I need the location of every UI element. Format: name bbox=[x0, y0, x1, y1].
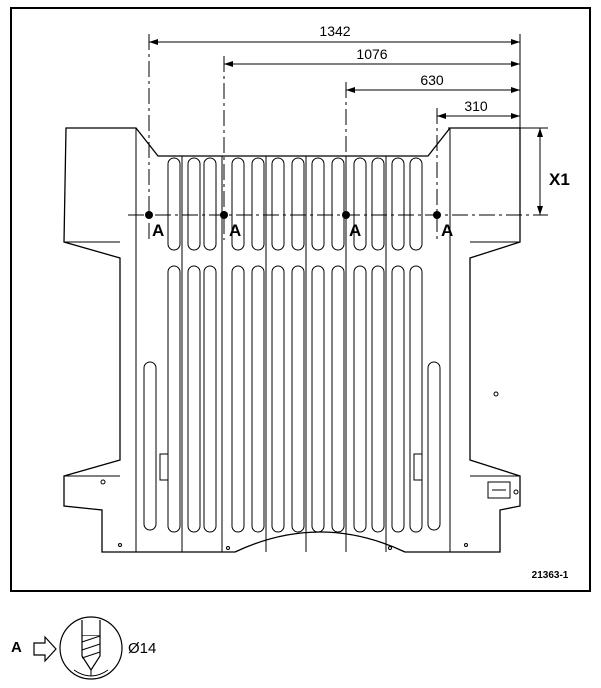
rib-slot bbox=[391, 265, 405, 533]
point-a-1: A bbox=[152, 221, 164, 240]
rib-slot bbox=[271, 157, 285, 251]
rib-slot bbox=[251, 157, 265, 251]
point-a-4: A bbox=[441, 221, 453, 240]
extension-lines bbox=[148, 34, 438, 240]
rib-slot bbox=[167, 157, 181, 251]
rib-slot bbox=[353, 265, 367, 533]
rib-slot bbox=[311, 265, 325, 533]
rib-slot bbox=[331, 157, 345, 251]
panel-left-step bbox=[64, 241, 120, 477]
point-a-3: A bbox=[349, 221, 361, 240]
hollow-arrow-right-icon bbox=[33, 635, 57, 663]
rib-slot bbox=[187, 265, 201, 533]
rib-slot bbox=[409, 157, 423, 251]
rib-slot bbox=[187, 157, 201, 251]
panel-right-step bbox=[470, 241, 520, 477]
mounting-points bbox=[145, 211, 441, 219]
tab-right bbox=[413, 453, 423, 481]
rib-slot bbox=[353, 157, 367, 251]
fixing-holes bbox=[100, 391, 519, 550]
point-a-2: A bbox=[229, 221, 241, 240]
legend-letter: A bbox=[11, 639, 22, 656]
side-slot-right bbox=[427, 361, 441, 531]
rib-slots-lower bbox=[167, 265, 423, 533]
dim-x1: X1 bbox=[549, 170, 570, 189]
rib-slot bbox=[271, 265, 285, 533]
rib-slot bbox=[371, 265, 385, 533]
drawing-frame bbox=[10, 7, 591, 592]
rib-slot bbox=[331, 265, 345, 533]
rib-slot bbox=[167, 265, 181, 533]
rib-slot bbox=[291, 157, 305, 251]
panel-outline bbox=[63, 127, 521, 553]
side-slot-left bbox=[143, 361, 157, 531]
rib-slot bbox=[203, 265, 217, 533]
rib-slot bbox=[203, 157, 217, 251]
rib-slot bbox=[311, 157, 325, 251]
rib-slot bbox=[391, 157, 405, 251]
rib-slot bbox=[291, 265, 305, 533]
rib-slot bbox=[409, 265, 423, 533]
dim-1342: 1342 bbox=[319, 23, 350, 39]
floor-panel-drawing: 1342 1076 630 310 X1 A A A A 21363-1 bbox=[63, 23, 570, 581]
rib-slot bbox=[251, 265, 265, 533]
rib-slots-upper bbox=[167, 157, 423, 251]
legend-symbol bbox=[33, 616, 123, 680]
legend-diameter: Ø14 bbox=[128, 640, 157, 657]
dimension-arrows bbox=[149, 39, 543, 215]
dimension-lines bbox=[149, 41, 548, 215]
drawing-reference: 21363-1 bbox=[532, 570, 569, 581]
tab-left bbox=[159, 453, 169, 481]
dim-1076: 1076 bbox=[356, 46, 387, 62]
drill-bit-icon bbox=[59, 616, 123, 680]
dim-630: 630 bbox=[420, 72, 444, 88]
dim-310: 310 bbox=[464, 98, 488, 114]
rib-slot bbox=[231, 265, 245, 533]
hatch-right bbox=[487, 481, 511, 499]
rib-slot bbox=[231, 157, 245, 251]
rib-slot bbox=[371, 157, 385, 251]
